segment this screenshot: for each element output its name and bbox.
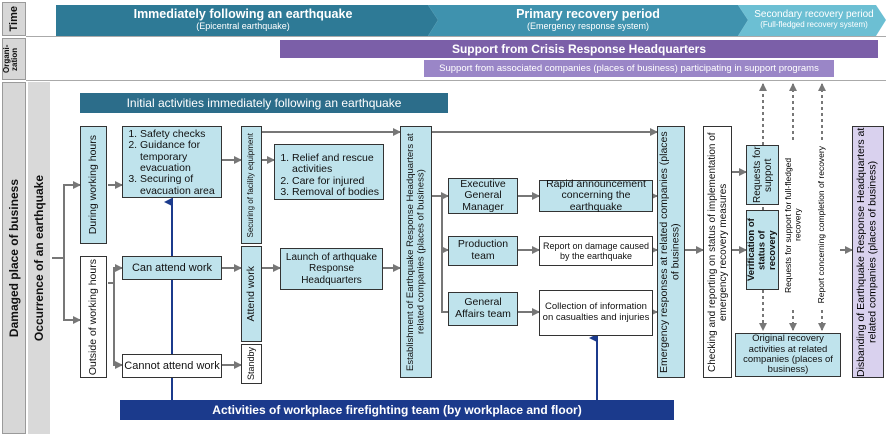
phase-1-arrow bbox=[56, 5, 438, 36]
executive-gm-box: Executive General Manager bbox=[448, 178, 518, 214]
cannot-attend-work-box: Cannot attend work bbox=[122, 354, 222, 378]
relief-rescue: Relief and rescue activities bbox=[292, 152, 380, 176]
securing-facility-box: Securing of facility equipment bbox=[241, 126, 262, 244]
phase-2-arrow bbox=[428, 5, 748, 36]
collection-info-box: Collection of information on casualties … bbox=[539, 290, 653, 336]
phase-3-arrow bbox=[738, 5, 886, 36]
during-working-hours-box: During working hours bbox=[80, 126, 107, 244]
arrow-occurrence-outside bbox=[63, 258, 81, 324]
row-divider-time bbox=[26, 36, 886, 37]
disbanding-hq-box: Disbanding of Earthquake Response Headqu… bbox=[852, 126, 884, 378]
checking-reporting-box: Checking and reporting on status of impl… bbox=[703, 126, 732, 378]
original-recovery-box: Original recovery activities at related … bbox=[735, 333, 841, 377]
rapid-announcement-box: Rapid announcement concerning the earthq… bbox=[539, 178, 653, 212]
arrow-outside-cannot bbox=[113, 283, 123, 369]
outside-working-hours-box: Outside of working hours bbox=[80, 256, 107, 378]
phase-arrows bbox=[56, 5, 886, 36]
row-label-damaged-business: Damaged place of business bbox=[2, 82, 26, 434]
relief-bodies: Removal of bodies bbox=[292, 186, 380, 198]
relief-care: Care for injured bbox=[292, 175, 380, 187]
arrow-occurrence-during bbox=[52, 181, 81, 259]
requests-fullfledged-label: Requests for support for full-fledged re… bbox=[783, 140, 803, 310]
general-affairs-team-box: General Affairs team bbox=[448, 292, 518, 326]
production-team-box: Production team bbox=[448, 236, 518, 266]
report-damage-box: Report on damage caused by the earthquak… bbox=[539, 236, 653, 266]
row-label-time: Time bbox=[2, 2, 26, 36]
step-safety-checks: Safety checks bbox=[140, 128, 218, 140]
initial-activities-banner: Initial activities immediately following… bbox=[80, 93, 448, 113]
phase-1-text: Immediately following an earthquake (Epi… bbox=[133, 7, 353, 31]
phase-2-text: Primary recovery period (Emergency respo… bbox=[516, 7, 660, 31]
launch-hq-box: Launch of arthquake Response Headquarter… bbox=[280, 248, 383, 290]
associated-support-bar: Support from associated companies (place… bbox=[424, 60, 834, 77]
phase-3-text: Secondary recovery period (Full-fledged … bbox=[754, 9, 874, 29]
arrow-outside-can bbox=[108, 264, 123, 284]
standby-box: Standby bbox=[241, 344, 262, 384]
step-guidance-evacuation: Guidance for temporary evacuation bbox=[140, 140, 218, 174]
initial-steps-box: Safety checks Guidance for temporary eva… bbox=[122, 126, 222, 198]
arrow-establish-branches bbox=[432, 195, 448, 313]
attend-work-box: Attend work bbox=[241, 246, 262, 342]
can-attend-work-box: Can attend work bbox=[122, 256, 222, 280]
requests-support-box: Requests for support bbox=[746, 145, 779, 205]
row-divider-org bbox=[26, 80, 886, 81]
report-completion-label: Report concerning completion of recovery bbox=[812, 140, 832, 310]
verification-status-box: Verification of status of recovery bbox=[746, 210, 779, 290]
emergency-responses-box: Emergency responses at related companies… bbox=[657, 126, 685, 378]
establish-hq-box: Establishment of Earthquake Response Hea… bbox=[400, 126, 432, 378]
step-securing-evacuation: Securing of evacuation area bbox=[140, 174, 218, 197]
row-label-organization: Organi-zation bbox=[2, 38, 26, 80]
occurrence-label: Occurrence of an earthquake bbox=[28, 82, 50, 434]
relief-activities-box: Relief and rescue activities Care for in… bbox=[274, 144, 384, 200]
firefighting-team-bar: Activities of workplace firefighting tea… bbox=[120, 400, 674, 420]
crisis-support-bar: Support from Crisis Response Headquarter… bbox=[280, 40, 878, 58]
